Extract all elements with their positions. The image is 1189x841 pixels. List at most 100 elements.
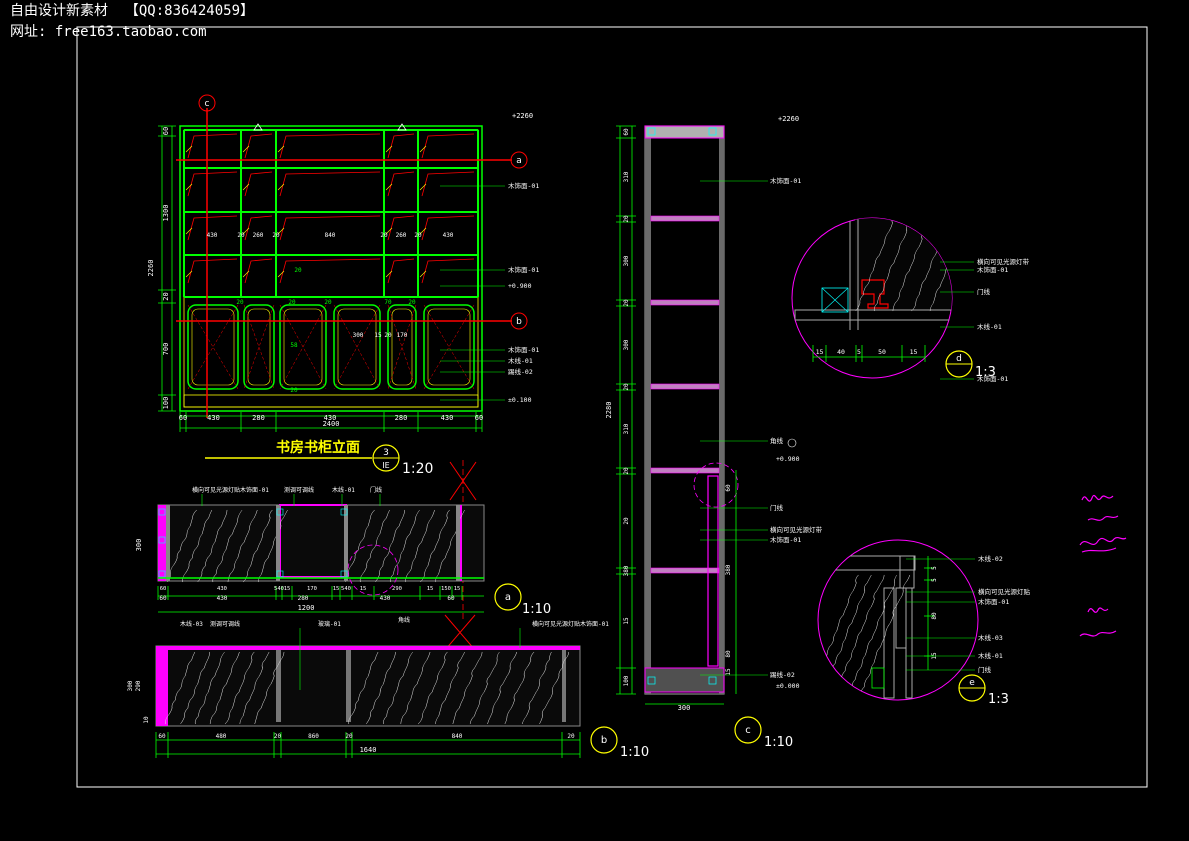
dim-label: 170	[397, 332, 408, 339]
section-shelf	[650, 383, 720, 390]
dim-label: 40	[837, 348, 845, 356]
material-label: 横向可见光源灯贴木饰面-01	[532, 620, 609, 628]
shelf-grid	[183, 129, 479, 298]
hatch-tick	[185, 145, 193, 153]
detail-circle-e	[347, 544, 399, 596]
section-outline	[644, 125, 725, 695]
hatch-tick	[277, 145, 285, 153]
material-label: 木线-02	[978, 554, 1003, 563]
plan-bottom-top-edge	[156, 646, 580, 650]
hatch-tick	[385, 270, 393, 278]
dim-label: 15	[374, 332, 382, 339]
grain-line	[855, 218, 895, 312]
cut-mark	[444, 614, 476, 651]
dim-label: 260	[396, 232, 407, 239]
hatch-line	[387, 215, 415, 241]
dim-label: 15	[284, 586, 291, 592]
dim-label: 20	[237, 232, 245, 239]
dim-label: 80	[931, 612, 938, 620]
material-label: 测调可调线	[284, 486, 314, 494]
hatch-tick	[419, 145, 427, 153]
grain-line	[400, 651, 431, 725]
fastener-box	[340, 570, 348, 578]
axis-label-c: c	[205, 99, 210, 109]
grain-line	[383, 651, 413, 725]
dim-label: 15	[623, 617, 630, 625]
hatch-line	[279, 215, 381, 241]
axis-marker-b	[510, 312, 528, 330]
grain-line	[197, 509, 228, 583]
callout-c-circle	[734, 716, 762, 744]
dim-label: 10	[143, 716, 150, 724]
callout-a: a	[505, 592, 511, 603]
dim-label: 60	[725, 484, 732, 492]
dim-label: 80	[725, 650, 732, 658]
grain-line	[873, 218, 914, 312]
callout-d-scale: 1:3	[975, 365, 996, 380]
fastener-box	[647, 127, 656, 136]
hatch-line	[187, 215, 238, 241]
dim-label: 310	[623, 423, 630, 434]
door-panel	[333, 304, 381, 390]
hatch-tick	[242, 145, 250, 153]
material-label: 门线	[978, 665, 992, 674]
callout-e-scale: 1:3	[988, 692, 1009, 707]
grain-line	[348, 651, 379, 725]
hatch-line	[421, 258, 475, 284]
dim-label: 20	[324, 299, 332, 306]
level-mark: +0.900	[776, 455, 800, 463]
dim-label: 170	[307, 586, 317, 592]
grain-line	[845, 574, 898, 700]
callout-b-scale: 1:10	[620, 745, 649, 760]
hatch-tick	[277, 270, 285, 278]
dim-label: 60	[447, 595, 455, 602]
dim-label: 5	[857, 348, 861, 356]
hatch-line	[187, 258, 238, 284]
hatch-line	[279, 133, 381, 159]
plan-top-total: 1200	[298, 604, 315, 612]
material-label: 横向可见光源灯贴木饰面-01	[192, 486, 269, 494]
door-inlay	[283, 308, 323, 386]
dim-label: 20	[623, 517, 630, 525]
hatch-tick	[242, 183, 250, 191]
grain-line	[258, 510, 288, 583]
door-inlay	[191, 308, 235, 386]
dim-label: 50	[878, 348, 886, 356]
toe-kick	[183, 394, 479, 408]
dim-label: 380	[623, 565, 630, 576]
dim-label: 58	[290, 342, 298, 349]
dim-label: 540	[341, 586, 351, 592]
fastener-box	[158, 536, 166, 544]
section-back-panel	[645, 126, 651, 694]
badge-bottom: IE	[382, 461, 389, 470]
callout-a-circle	[494, 583, 522, 611]
material-label: 木饰面-01	[508, 181, 539, 190]
dim-label: 100	[162, 397, 170, 410]
divider	[346, 650, 351, 722]
watermark-title: 自由设计新素材 【QQ:836424059】	[10, 3, 255, 19]
elevation-outline	[179, 125, 483, 412]
wood-grain	[165, 651, 570, 725]
elevation-inner	[183, 129, 479, 408]
material-label: 木饰面-01	[770, 176, 801, 185]
grain-line	[365, 651, 396, 725]
material-label: 横向可见光源灯贴	[978, 587, 1031, 596]
dim-label: 20	[623, 215, 630, 223]
door-swing	[279, 304, 327, 390]
fastener-box	[708, 676, 717, 685]
dim-label: 60	[623, 128, 630, 136]
dim-label: 430	[441, 414, 454, 422]
grain-line	[254, 651, 285, 725]
hatch-line	[421, 133, 475, 159]
section-bottom-dim: 300	[678, 704, 691, 712]
section-top-mark: +2260	[778, 115, 799, 123]
section-shelves	[647, 127, 720, 685]
